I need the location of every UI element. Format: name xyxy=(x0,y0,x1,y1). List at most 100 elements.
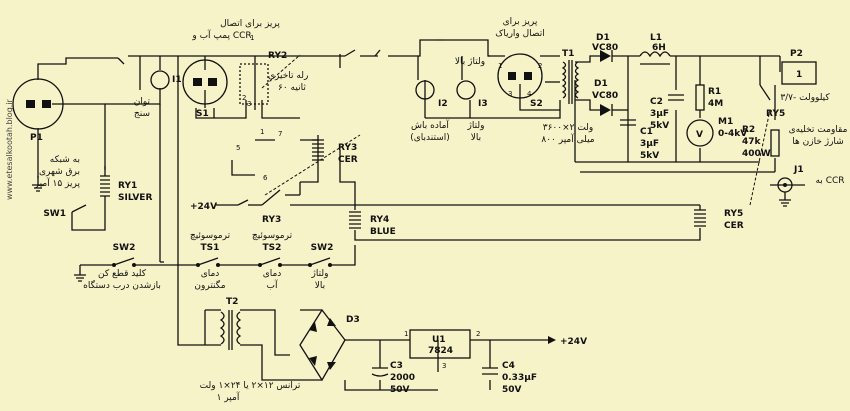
ts1-thermoswitch xyxy=(196,257,220,267)
i1-label: I1 xyxy=(172,75,182,85)
p2-box-number: 1 xyxy=(796,70,802,80)
s2-pin-2: 2 xyxy=(538,62,542,70)
ry2-desc-2: ۶۰ ثانیه xyxy=(278,83,306,93)
plus24v-arrow xyxy=(548,336,556,344)
ry2-pin-2: 2 xyxy=(242,94,246,102)
i3-lamp xyxy=(456,80,476,100)
ry1-color: SILVER xyxy=(118,193,152,203)
ts2-desc-2: دمای xyxy=(263,269,282,279)
ry3-coil xyxy=(312,135,324,161)
sw1-switch xyxy=(71,204,87,231)
c2-value-2: 5kV xyxy=(650,121,669,131)
p1-desc-3: پریز ۱۵ آمپر xyxy=(34,177,81,189)
d1-top-label: D1 xyxy=(596,33,610,43)
i1-desc-2: سنج xyxy=(134,109,150,119)
ry2-pin-3: 3 xyxy=(247,100,251,108)
i1-desc-1: توان xyxy=(134,97,151,107)
m1-voltmeter xyxy=(686,119,714,147)
l1-value: 6H xyxy=(652,43,666,53)
s2-pin-1: 1 xyxy=(498,62,502,70)
sw2-hv-switch xyxy=(308,257,332,267)
l1-label: L1 xyxy=(650,33,662,43)
p1-desc-1: به شبکه xyxy=(50,155,80,165)
ry2-desc-1: رله تاخیری xyxy=(268,71,308,81)
c3-value-2: 50V xyxy=(390,385,410,395)
ry5-coil xyxy=(694,209,706,227)
s2-desc-2: اتصال واریاک xyxy=(495,28,544,39)
s2-label: S2 xyxy=(530,99,543,109)
r1-value: 4M xyxy=(708,99,723,109)
t1-desc-1: ۳۶۰۰×۲ ولت xyxy=(543,123,594,133)
s2-pin-3: 3 xyxy=(508,90,512,98)
s2-pin-4: 4 xyxy=(527,90,532,98)
r2-value-2: 400W xyxy=(742,149,771,159)
kv-output-label: ۳/۷- کیلوولت xyxy=(780,93,830,103)
r1-label: R1 xyxy=(708,87,721,97)
wiring xyxy=(37,39,805,391)
d1-top-type: VC80 xyxy=(592,43,618,53)
ry3-pin-1: 1 xyxy=(260,128,264,136)
sw1-label: SW1 xyxy=(43,209,66,219)
discharge-desc-2: شارژ خازن ها xyxy=(792,137,843,147)
t1-label: T1 xyxy=(562,49,574,59)
sw2-door-desc-1: کلید قطع کن xyxy=(98,269,147,279)
ts1-label: TS1 xyxy=(201,243,220,253)
l1-choke xyxy=(639,51,671,65)
d3-bridge xyxy=(299,308,346,382)
c3-label: C3 xyxy=(390,361,403,371)
sw2-door-desc-2: بازشدن درب دستگاه xyxy=(83,279,161,291)
sw2-door-label: SW2 xyxy=(113,243,136,253)
ry2-relay xyxy=(239,63,269,105)
plus24v-right: +24V xyxy=(560,337,587,347)
ry3-coil-color: CER xyxy=(338,155,358,165)
p2-label: P2 xyxy=(790,49,803,59)
c4-label: C4 xyxy=(502,361,515,371)
c2-value-1: 3μF xyxy=(650,109,669,119)
d1-bottom-type: VC80 xyxy=(592,91,618,101)
c1-label: C1 xyxy=(640,127,653,137)
p1-plug xyxy=(12,78,64,192)
s1-desc-2: پمپ آب و CCR xyxy=(191,29,251,41)
u1-part: 7824 xyxy=(428,346,453,356)
s2-desc-1: پریز برای xyxy=(503,17,538,27)
j1-label: J1 xyxy=(793,165,804,175)
plus24v-left: +24V xyxy=(190,202,217,212)
sw2-hv-desc-1: ولتاژ xyxy=(311,269,329,279)
j1-connector xyxy=(777,177,793,207)
sw2-hv-desc-2: بالا xyxy=(315,281,325,291)
ry5-switch-label: RY5 xyxy=(766,109,785,119)
c1-value-1: 3μF xyxy=(640,139,659,149)
d3-label: D3 xyxy=(346,315,360,325)
ry4-color: BLUE xyxy=(370,227,396,237)
c4-value-1: 0.33μF xyxy=(502,373,537,383)
c4-value-2: 50V xyxy=(502,385,522,395)
ts1-desc-2: دمای xyxy=(201,269,220,279)
r1-resistor xyxy=(695,84,705,111)
sw2-hv-label: SW2 xyxy=(311,243,334,253)
ry3-switch xyxy=(237,199,249,206)
ry1-relay xyxy=(100,170,110,208)
i2-desc-2: (استندبای) xyxy=(410,133,450,143)
to-ccr-label: به CCR xyxy=(815,176,844,186)
ry5-coil-color: CER xyxy=(724,221,744,231)
i3-desc-1: ولتاژ xyxy=(467,121,485,131)
s1-desc-1: پریز برای اتصال xyxy=(220,19,280,29)
watermark-text: www.etesalkootah.blog.ir xyxy=(5,98,14,200)
t1-desc-2: ۸۰۰ میلی آمپر xyxy=(541,133,594,145)
c3-capacitor xyxy=(371,367,389,377)
d1-bottom-diode xyxy=(600,104,613,116)
s2-socket xyxy=(497,53,543,100)
s1-label: S1 xyxy=(196,109,209,119)
p1-label: P1 xyxy=(30,133,43,143)
ry4-label: RY4 xyxy=(370,215,389,225)
i2-lamp xyxy=(415,80,435,100)
ry3-pin-5: 5 xyxy=(236,144,240,152)
c1-value-2: 5kV xyxy=(640,151,659,161)
i2-desc-1: آماده باش xyxy=(411,119,449,131)
ts2-desc-3: آب xyxy=(267,279,278,291)
ry2-pin-1: 1 xyxy=(250,34,254,42)
ry3-pin-7: 7 xyxy=(278,130,282,138)
p2-output xyxy=(781,61,817,85)
c1-capacitor xyxy=(620,119,636,126)
